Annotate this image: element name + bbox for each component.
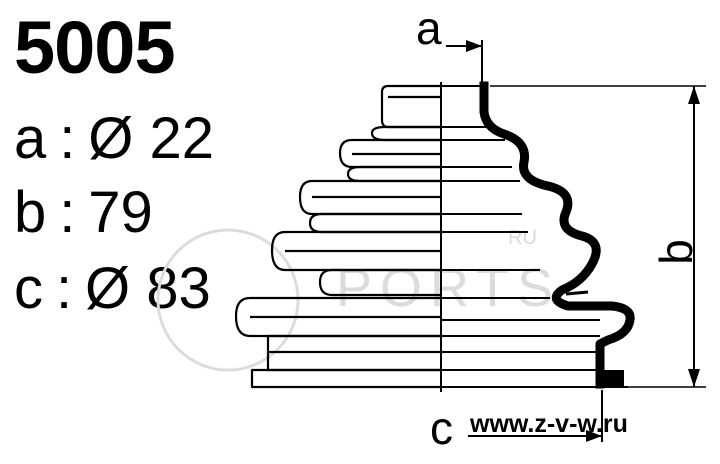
boot-valley-4: [318, 268, 441, 297]
spec-separator: :: [59, 180, 76, 245]
dimension-label-a: a: [416, 2, 442, 54]
spec-value-b: 79: [88, 180, 153, 245]
arrowhead-icon: [466, 40, 482, 52]
dimension-b: b: [490, 85, 706, 388]
dimension-label-b: b: [650, 239, 702, 265]
boot-fold-2: [298, 179, 441, 216]
watermark-text: PORTS: [336, 258, 561, 318]
spec-row-a: a:Ø 22: [14, 108, 214, 170]
section-inner-lines: [441, 85, 628, 388]
watermark: PORTS RU: [156, 227, 561, 372]
spec-row-b: b:79: [14, 182, 153, 244]
boot-fold-3: [270, 230, 441, 272]
boot-valley-2: [346, 165, 441, 183]
boot-top-collar: [380, 84, 441, 129]
arrowhead-icon: [688, 86, 700, 104]
arrowhead-icon: [586, 430, 602, 442]
boot-base-ring: [250, 368, 441, 389]
website-url: www.z-v-w.ru: [470, 410, 628, 438]
part-number: 5005: [14, 6, 176, 89]
boot-cross-section: [441, 81, 635, 389]
spec-separator: :: [55, 256, 73, 321]
boot-fold-1: [338, 138, 441, 169]
spec-label-c: c: [14, 256, 43, 321]
boot-valley-1: [370, 125, 441, 142]
dimension-label-c: c: [430, 402, 453, 454]
spec-value-c: Ø 83: [85, 256, 211, 321]
spec-label-b: b: [14, 180, 47, 245]
spec-separator: :: [59, 106, 76, 171]
boot-valley-3: [308, 212, 441, 234]
dimension-a: a: [416, 2, 483, 86]
boot-wall-profile: [479, 81, 635, 389]
spec-label-a: a: [14, 106, 47, 171]
arrowhead-icon: [688, 369, 700, 387]
watermark-suffix: RU: [508, 227, 537, 249]
boot-clamp-block: [604, 370, 624, 387]
boot-wall-edge: [565, 290, 589, 296]
watermark-logo-icon: [156, 228, 300, 372]
boot-fold-4: [234, 296, 441, 338]
boot-exterior-view: [234, 84, 441, 389]
dimension-c: c: [430, 390, 603, 454]
spec-value-a: Ø 22: [88, 106, 215, 171]
spec-row-c: c:Ø 83: [14, 258, 211, 320]
